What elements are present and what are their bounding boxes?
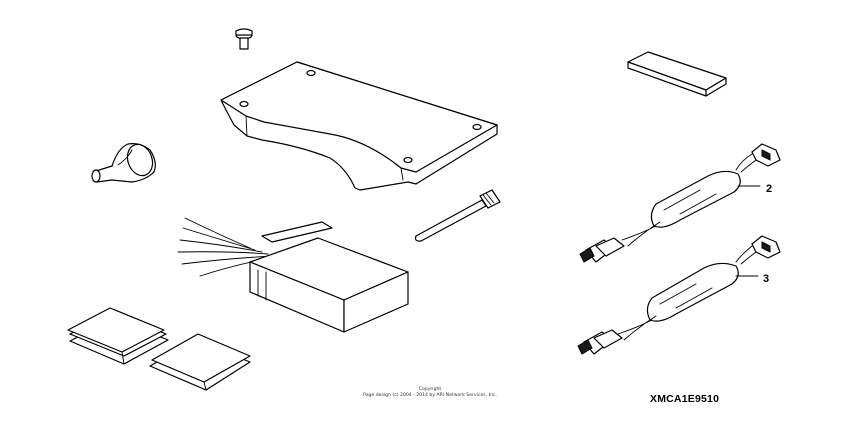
sub-harness-2[interactable] — [579, 143, 781, 263]
mounting-plate[interactable] — [220, 61, 498, 191]
grommet[interactable] — [91, 141, 157, 183]
instruction-booklet[interactable] — [67, 307, 169, 365]
control-unit[interactable] — [177, 217, 409, 333]
copyright-text: Page design (c) 2004 - 2014 by ARI Netwo… — [363, 393, 497, 398]
callout-3: 3 — [763, 273, 769, 285]
adhesive-tape[interactable] — [627, 51, 727, 97]
instruction-sheet[interactable] — [149, 333, 251, 391]
copyright-notice: Copyright Page design (c) 2004 - 2014 by… — [300, 387, 560, 399]
sub-harness-3[interactable] — [577, 235, 781, 355]
cable-tie[interactable] — [414, 189, 501, 242]
push-clip[interactable] — [235, 28, 253, 50]
callout-2: 2 — [766, 183, 772, 195]
diagram-code: XMCA1E9510 — [650, 393, 720, 405]
copyright-title: Copyright — [418, 387, 442, 392]
